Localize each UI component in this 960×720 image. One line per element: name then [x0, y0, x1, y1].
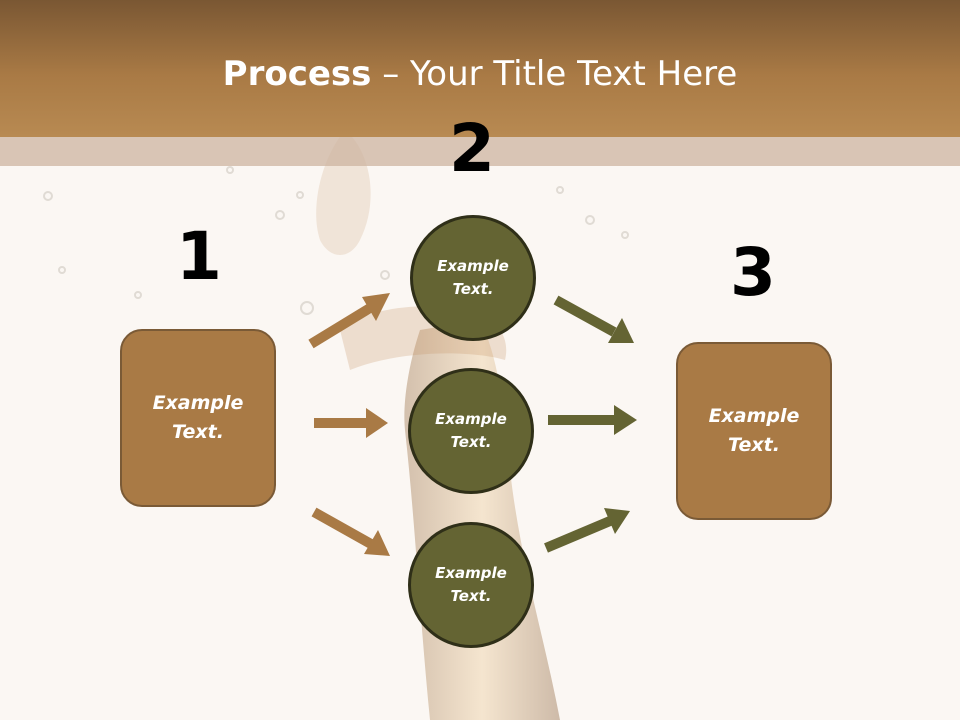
step-3-text: Example Text.: [708, 405, 800, 456]
arrow-bottom-to-3: [544, 508, 630, 553]
step-2-circle-middle: Example Text.: [408, 368, 534, 494]
title-separator: –: [371, 54, 411, 94]
step-1-text: Example Text.: [152, 392, 244, 443]
step-number-2: 2: [449, 110, 495, 187]
circle-text: Example Text.: [435, 410, 507, 451]
step-number-3: 3: [730, 234, 776, 311]
step-1-box: Example Text.: [120, 329, 276, 507]
title-bold: Process: [222, 54, 372, 94]
arrow-1-to-middle: [314, 408, 388, 438]
title-rest: Your Title Text Here: [410, 54, 738, 94]
arrow-1-to-bottom: [311, 507, 390, 556]
step-number-1: 1: [176, 218, 222, 295]
arrow-top-to-3: [553, 295, 634, 343]
slide-title: Process – Your Title Text Here: [0, 52, 960, 96]
step-3-box: Example Text.: [676, 342, 832, 520]
title-band: [0, 0, 960, 137]
step-2-circle-top: Example Text.: [410, 215, 536, 341]
arrow-1-to-top: [308, 293, 390, 349]
circle-text: Example Text.: [435, 564, 507, 605]
step-2-circle-bottom: Example Text.: [408, 522, 534, 648]
title-strip: [0, 137, 960, 166]
circle-text: Example Text.: [437, 257, 509, 298]
arrow-middle-to-3: [548, 405, 637, 435]
